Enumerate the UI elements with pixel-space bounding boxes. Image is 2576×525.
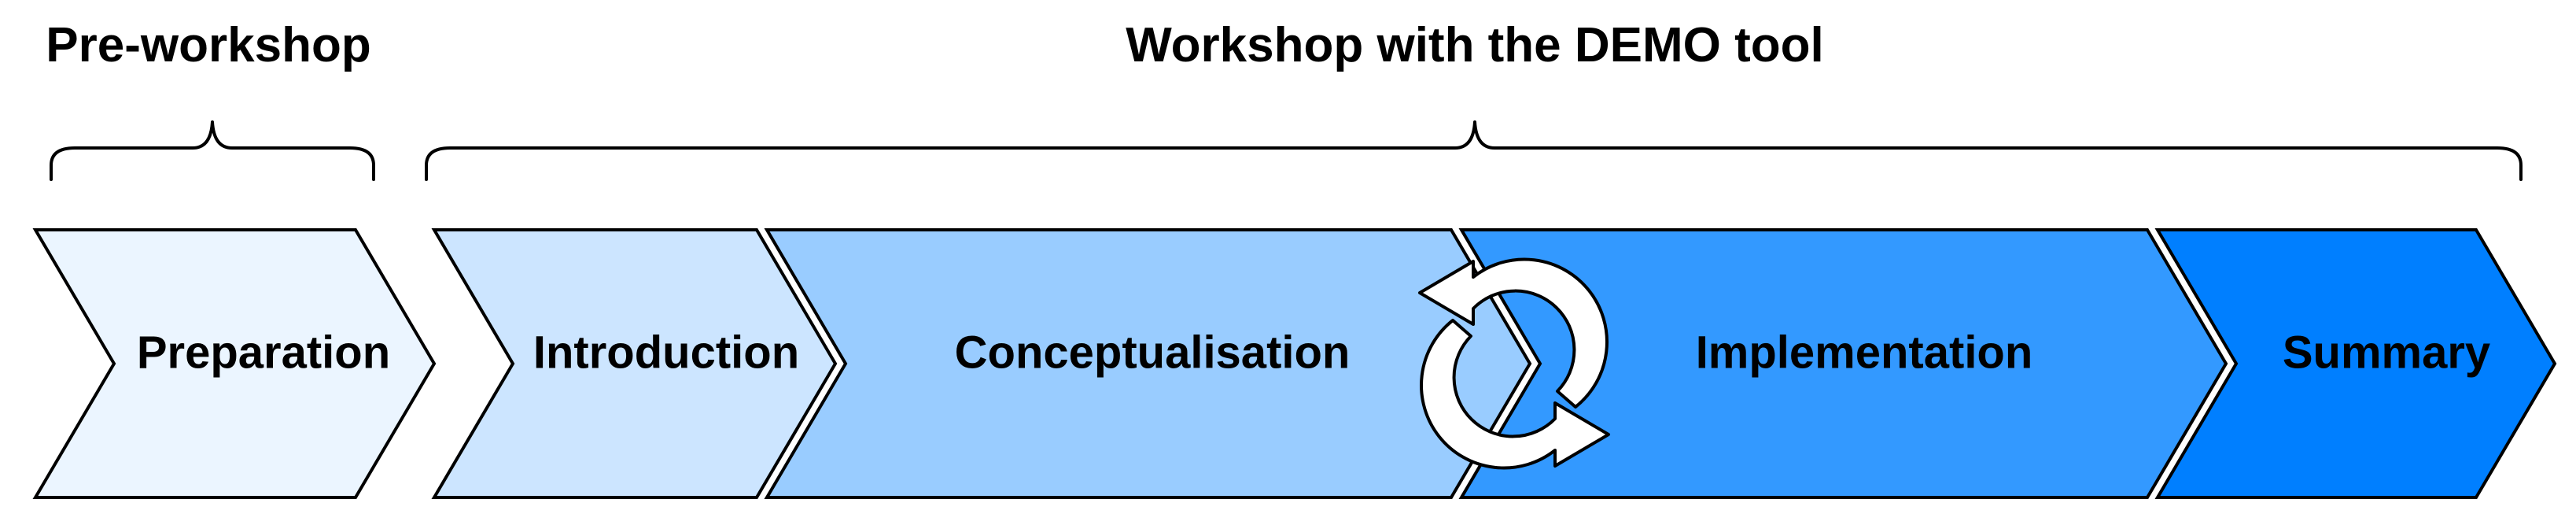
- phase-preparation-label: Preparation: [137, 327, 390, 378]
- phase-summary-chevron: [2154, 228, 2557, 499]
- workshop-header: Workshop with the DEMO tool: [1126, 18, 1823, 72]
- phase-conceptualisation-label: Conceptualisation: [955, 327, 1351, 378]
- phase-summary-label: Summary: [2283, 327, 2490, 378]
- phase-implementation-label: Implementation: [1696, 327, 2033, 378]
- refresh-cycle-icon: [1418, 257, 1610, 470]
- pre-workshop-brace: [50, 120, 375, 181]
- phase-preparation-chevron: [32, 228, 437, 499]
- phase-introduction-label: Introduction: [533, 327, 799, 378]
- workshop-brace: [425, 120, 2523, 181]
- cycle-arrow-lower-icon: [1419, 319, 1610, 470]
- phase-introduction-chevron: [431, 228, 838, 499]
- phase-conceptualisation-chevron: [764, 228, 1532, 499]
- cycle-arrow-upper-icon: [1418, 257, 1609, 409]
- pre-workshop-header: Pre-workshop: [46, 18, 370, 72]
- phase-implementation-chevron: [1458, 228, 2228, 499]
